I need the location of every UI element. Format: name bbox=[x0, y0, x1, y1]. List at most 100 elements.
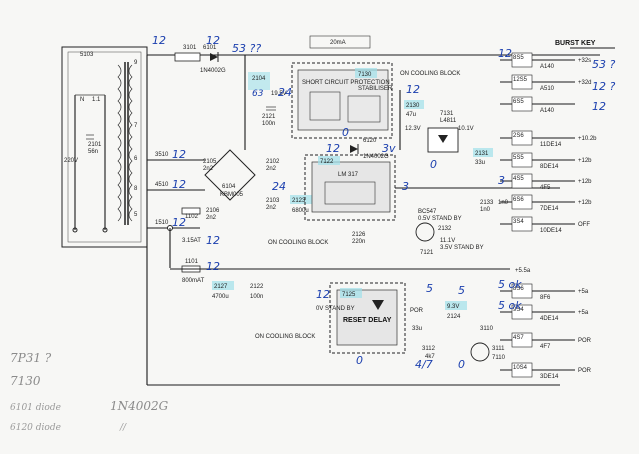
top-ref-20ma: 20mA bbox=[330, 40, 346, 46]
hand-5: 5 bbox=[426, 282, 433, 295]
connector-bus: A510 bbox=[540, 86, 555, 92]
connector-hand-note: 5 ok bbox=[498, 299, 522, 312]
block-reset-inner bbox=[336, 289, 398, 346]
pencil-note-4: 1N4002G bbox=[110, 399, 169, 413]
connector-output: +12b bbox=[578, 179, 592, 185]
cap-2127-val: 4700u bbox=[212, 294, 229, 300]
connector-output: +12b bbox=[578, 200, 592, 206]
pencil-note-3: 6101 diode bbox=[10, 403, 61, 413]
pencil-note-5: 6120 diode bbox=[10, 423, 61, 433]
res-3110: 33u bbox=[412, 326, 422, 332]
transistor-7110-ref: 3111 bbox=[492, 346, 505, 352]
cap-2131-val: 33u bbox=[475, 160, 485, 166]
cap-2130-ref: 2130 bbox=[406, 103, 420, 109]
connector-pin bbox=[511, 216, 533, 232]
highlight-2131 bbox=[473, 148, 493, 157]
diode-6120-type: 1N4002G bbox=[363, 154, 389, 160]
block-short-circuit bbox=[291, 62, 393, 139]
resistor-3101-ref: 3101 bbox=[183, 45, 197, 51]
connector-ref: 8S6 bbox=[513, 286, 524, 292]
bridge-rectifier bbox=[204, 149, 256, 201]
connector-pin bbox=[511, 304, 533, 320]
connector-bus: 8F6 bbox=[540, 295, 551, 301]
cap-2101-ref: 2101 bbox=[88, 142, 102, 148]
connector-output: +10.2b bbox=[578, 136, 597, 142]
ic-7131-ref: 7131 bbox=[440, 111, 454, 117]
connector-bus: 8DE14 bbox=[540, 164, 559, 170]
transistor-7121 bbox=[415, 222, 435, 242]
connector-output: +5a bbox=[578, 289, 589, 295]
resistor-3101 bbox=[174, 52, 201, 62]
cap-2121-val: 100n bbox=[262, 121, 275, 127]
hand-3-left: 3 bbox=[498, 174, 505, 187]
connector-bus: A140 bbox=[540, 108, 555, 114]
connector-ref: 2S6 bbox=[513, 133, 524, 139]
top-ref-box bbox=[309, 35, 371, 49]
pin-4510: 4510 bbox=[155, 182, 169, 188]
diode-6120-ref: 6120 bbox=[363, 138, 377, 144]
connector-pin bbox=[511, 130, 533, 146]
hand-12-lm: 12 bbox=[326, 142, 340, 155]
hand-12-b: 12 bbox=[206, 34, 220, 47]
pin-1510: 1510 bbox=[155, 220, 169, 226]
transformer-side-n: N bbox=[80, 97, 84, 103]
res-4k7: 4k7 bbox=[425, 354, 435, 360]
primary-coil bbox=[117, 64, 122, 222]
hand-3: 3 bbox=[402, 180, 409, 193]
cap-2126-ref: 2126 bbox=[352, 232, 366, 238]
connector-pin bbox=[511, 194, 533, 210]
standby-0-5: 11.1V bbox=[440, 238, 455, 244]
pencil-note-1: 7P31 ? bbox=[10, 351, 52, 365]
mains-terminal-1 bbox=[72, 227, 78, 233]
cap-2103-val: 2n2 bbox=[266, 205, 277, 211]
connector-bus: 4DE14 bbox=[540, 316, 559, 322]
hand-12-in: 12 bbox=[316, 288, 330, 301]
cap-2133-val: 1n0 bbox=[480, 207, 491, 213]
sc-sub-block-2 bbox=[347, 95, 381, 123]
connector-bus: 11DE14 bbox=[540, 142, 562, 148]
regulator-title: LM 317 bbox=[338, 172, 359, 178]
transistor-7110-type: 7110 bbox=[492, 355, 506, 361]
rail-5-5a-label: +5.5a bbox=[515, 268, 531, 274]
connector-ref: 12S5 bbox=[513, 77, 528, 83]
hand-5b: 5 bbox=[458, 284, 465, 297]
ic-7130: 7130 bbox=[358, 72, 372, 78]
connector-pin bbox=[511, 283, 533, 299]
diode-6120 bbox=[350, 145, 358, 153]
block-reset bbox=[329, 282, 406, 354]
volt-12-3: 12.3V bbox=[405, 126, 421, 132]
hand-12-bot: 12 bbox=[206, 260, 220, 273]
mains-terminal-2 bbox=[102, 227, 108, 233]
connector-output: +32s bbox=[578, 58, 591, 64]
connector-bus: 7DE14 bbox=[540, 206, 559, 212]
pin-6: 6 bbox=[134, 156, 138, 162]
connector-bus: A140 bbox=[540, 64, 555, 70]
diode-6101-type: 1N4002G bbox=[200, 68, 226, 74]
ic-7122: 7122 bbox=[320, 159, 334, 165]
fuse-1102-ref: 1102 bbox=[185, 214, 199, 220]
cooling-note-3: ON COOLING BLOCK bbox=[255, 334, 315, 340]
connector-output: POR bbox=[578, 338, 592, 344]
transformer-inner-frame bbox=[67, 51, 142, 243]
transistor-7110 bbox=[470, 342, 490, 362]
hand-3v: 3v bbox=[382, 142, 396, 155]
reset-title: RESET DELAY bbox=[343, 317, 392, 324]
volt-19-5: 19.5V bbox=[271, 91, 287, 97]
cap-2130-val: 47u bbox=[406, 112, 416, 118]
connector-pin bbox=[511, 52, 533, 68]
highlight-2123 bbox=[290, 195, 312, 204]
standby-0v: 3.5V STAND BY bbox=[440, 245, 484, 251]
cap-2104-ref: 2104 bbox=[252, 76, 266, 82]
cap-2102-val: 2n2 bbox=[266, 166, 277, 172]
connector-pin bbox=[511, 332, 533, 348]
pin-9: 9 bbox=[134, 60, 138, 66]
fuse-1102-rating: 3.15AT bbox=[182, 238, 201, 244]
hand-12-top: 12 bbox=[152, 34, 166, 47]
fuse-1102 bbox=[181, 207, 201, 215]
hand-53: 53 ?? bbox=[232, 42, 261, 55]
cap-2123-ref: 2123 bbox=[292, 198, 306, 204]
connector-ref: 5S5 bbox=[513, 155, 524, 161]
pin-5: 5 bbox=[134, 212, 138, 218]
connector-hand-note: 12 bbox=[498, 47, 512, 60]
transformer-side-1: 1.1 bbox=[92, 97, 101, 103]
